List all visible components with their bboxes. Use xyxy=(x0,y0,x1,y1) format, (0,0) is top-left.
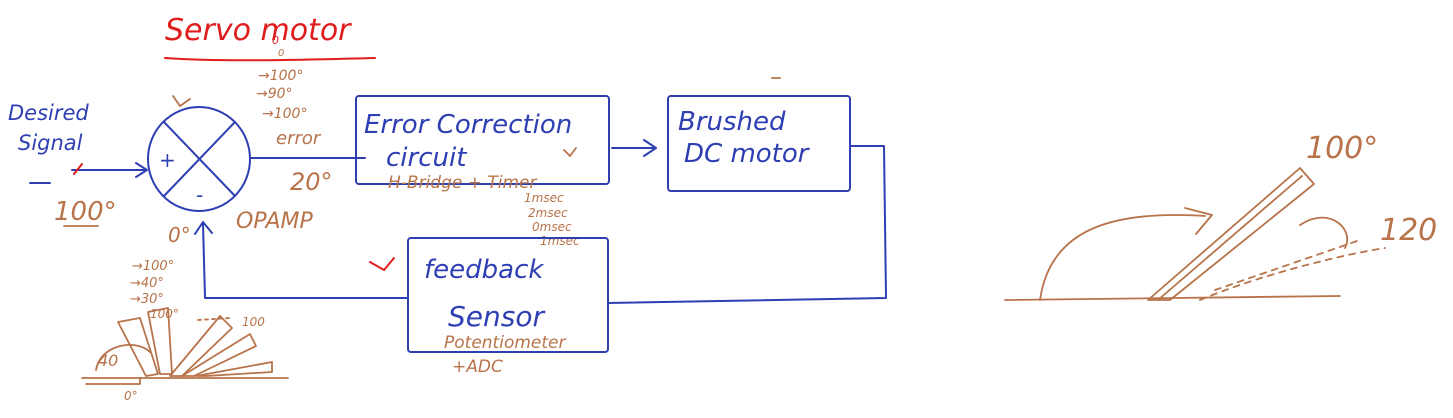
feedback-path xyxy=(194,221,409,299)
junction-below-label: 0° xyxy=(168,223,191,247)
feedback-line2: Sensor xyxy=(448,300,545,333)
title-mark-2: 0 xyxy=(278,48,284,59)
feedback-red-mark xyxy=(369,257,395,272)
error-correction-subtitle: circuit xyxy=(386,143,467,173)
lever-sketch xyxy=(1004,167,1386,301)
servo-dial-sketch xyxy=(81,307,289,385)
hbridge-timer-label: H-Bridge + Timer xyxy=(388,173,538,193)
junction-minus: - xyxy=(196,183,203,207)
left-notes: →100° →40° →30° 100° xyxy=(130,259,179,321)
arrow-to-motor xyxy=(611,139,657,157)
input-label-line2: Signal xyxy=(18,131,83,155)
dc-motor-line2: DC motor xyxy=(684,139,811,169)
title-note-1: →100° xyxy=(258,68,303,84)
svg-text:→40°: →40° xyxy=(130,276,164,291)
timer-tick xyxy=(563,147,577,157)
adc-label: +ADC xyxy=(452,357,503,377)
angle-label-2: 120 xyxy=(1380,213,1437,248)
diagram-title: Servo motor xyxy=(165,13,352,48)
svg-text:→30°: →30° xyxy=(130,292,164,307)
error-correction-block xyxy=(355,95,610,185)
input-value: 100° xyxy=(54,197,117,227)
svg-text:1msec: 1msec xyxy=(540,234,580,248)
title-mark-1: 0 xyxy=(272,34,279,47)
output-loop xyxy=(607,145,887,304)
svg-text:2msec: 2msec xyxy=(528,206,568,220)
error-correction-title: Error Correction xyxy=(364,110,572,140)
title-note-2: →90° xyxy=(256,86,293,102)
dc-motor-block xyxy=(667,95,851,192)
junction-plus: + xyxy=(159,148,176,172)
dial-bottom-label: 0° xyxy=(124,389,138,403)
input-red-tick xyxy=(73,163,83,175)
error-value: 20° xyxy=(290,168,333,196)
svg-text:→100°: →100° xyxy=(132,259,174,274)
svg-text:0msec: 0msec xyxy=(532,220,572,234)
opamp-label: OPAMP xyxy=(236,209,314,234)
dial-top-label: 100 xyxy=(242,315,265,329)
input-arrow xyxy=(29,162,148,184)
timer-notes: 1msec 2msec 0msec 1msec xyxy=(524,191,580,248)
title-underline xyxy=(164,57,376,62)
potentiometer-label: Potentiometer xyxy=(444,333,566,353)
angle-label-1: 100° xyxy=(1306,131,1378,166)
input-label-line1: Desired xyxy=(8,101,89,125)
dc-motor-line1: Brushed xyxy=(678,107,786,137)
error-label: error xyxy=(276,128,322,149)
svg-text:1msec: 1msec xyxy=(524,191,564,205)
dial-label: 40 xyxy=(98,351,118,370)
feedback-line1: feedback xyxy=(424,255,544,285)
feedback-sensor-block xyxy=(407,237,609,353)
title-note-3: →100° xyxy=(262,106,307,122)
